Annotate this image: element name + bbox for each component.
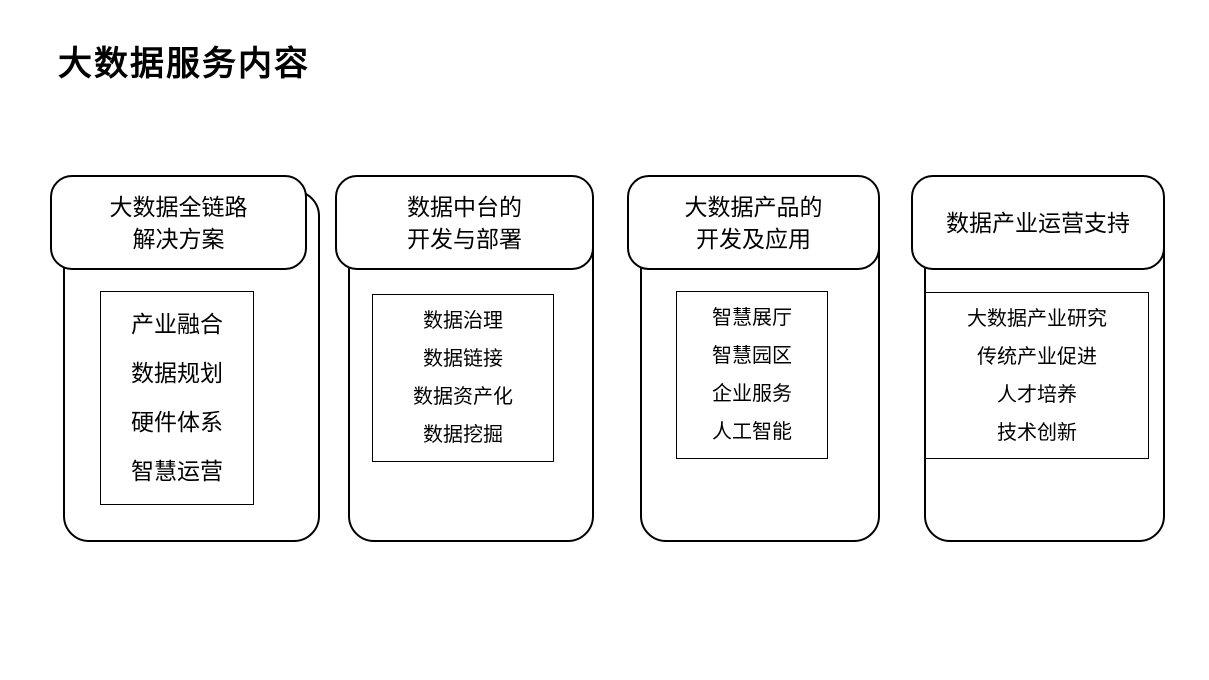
- list-item: 传统产业促进: [977, 345, 1097, 368]
- list-item: 数据资产化: [413, 386, 513, 408]
- card-header-1[interactable]: 大数据全链路 解决方案: [50, 175, 307, 270]
- card-header-label-2: 数据中台的 开发与部署: [407, 193, 522, 252]
- list-item: 数据规划: [131, 360, 223, 386]
- card-header-2[interactable]: 数据中台的 开发与部署: [335, 175, 594, 270]
- card-header-3[interactable]: 大数据产品的 开发及应用: [627, 175, 880, 270]
- list-item: 智慧园区: [712, 345, 792, 367]
- list-item: 硬件体系: [131, 409, 223, 435]
- list-item: 智慧运营: [131, 458, 223, 484]
- card-item-box-1: 产业融合 数据规划 硬件体系 智慧运营: [100, 291, 254, 505]
- card-header-label-3: 大数据产品的 开发及应用: [684, 193, 823, 252]
- list-item: 产业融合: [131, 311, 223, 337]
- list-item: 数据挖掘: [423, 424, 503, 446]
- card-item-box-4: 大数据产业研究 传统产业促进 人才培养 技术创新: [925, 292, 1149, 459]
- list-item: 智慧展厅: [712, 307, 792, 329]
- list-item: 企业服务: [712, 383, 792, 405]
- card-header-4[interactable]: 数据产业运营支持: [911, 175, 1165, 270]
- list-item: 人才培养: [997, 383, 1077, 406]
- page-title: 大数据服务内容: [58, 45, 310, 83]
- list-item: 数据链接: [423, 348, 503, 370]
- list-item: 技术创新: [997, 421, 1077, 444]
- card-header-label-4: 数据产业运营支持: [946, 209, 1130, 236]
- list-item: 大数据产业研究: [967, 307, 1107, 330]
- list-item: 数据治理: [423, 310, 503, 332]
- card-item-box-2: 数据治理 数据链接 数据资产化 数据挖掘: [372, 294, 554, 462]
- list-item: 人工智能: [712, 421, 792, 443]
- card-header-label-1: 大数据全链路 解决方案: [109, 193, 248, 252]
- card-item-box-3: 智慧展厅 智慧园区 企业服务 人工智能: [676, 291, 828, 459]
